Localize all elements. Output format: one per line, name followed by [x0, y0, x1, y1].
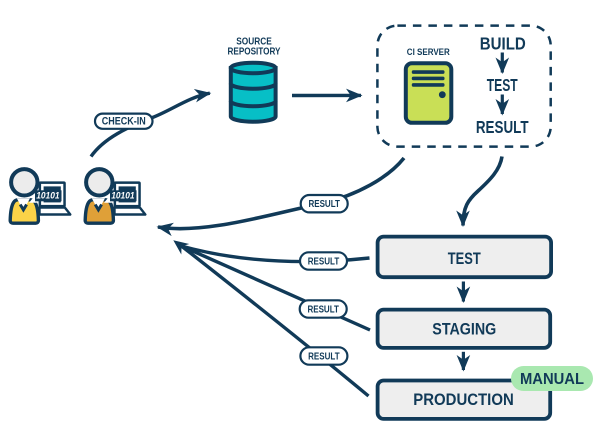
- svg-text:RESULT: RESULT: [307, 304, 339, 315]
- svg-text:RESULT: RESULT: [308, 351, 340, 362]
- svg-text:10101: 10101: [36, 191, 59, 201]
- svg-text:STAGING: STAGING: [432, 321, 496, 339]
- svg-text:CHECK-IN: CHECK-IN: [102, 116, 146, 128]
- svg-text:PRODUCTION: PRODUCTION: [413, 390, 514, 409]
- svg-text:RESULT: RESULT: [308, 256, 340, 267]
- svg-text:CI SERVER: CI SERVER: [407, 47, 450, 58]
- svg-text:RESULT: RESULT: [308, 199, 340, 210]
- svg-text:RESULT: RESULT: [476, 117, 529, 137]
- svg-text:TEST: TEST: [487, 75, 518, 95]
- svg-text:REPOSITORY: REPOSITORY: [228, 47, 281, 58]
- svg-text:TEST: TEST: [448, 249, 481, 268]
- svg-text:MANUAL: MANUAL: [520, 371, 584, 388]
- svg-text:BUILD: BUILD: [480, 33, 526, 53]
- svg-text:10101: 10101: [111, 191, 134, 201]
- svg-text:SOURCE: SOURCE: [236, 37, 272, 48]
